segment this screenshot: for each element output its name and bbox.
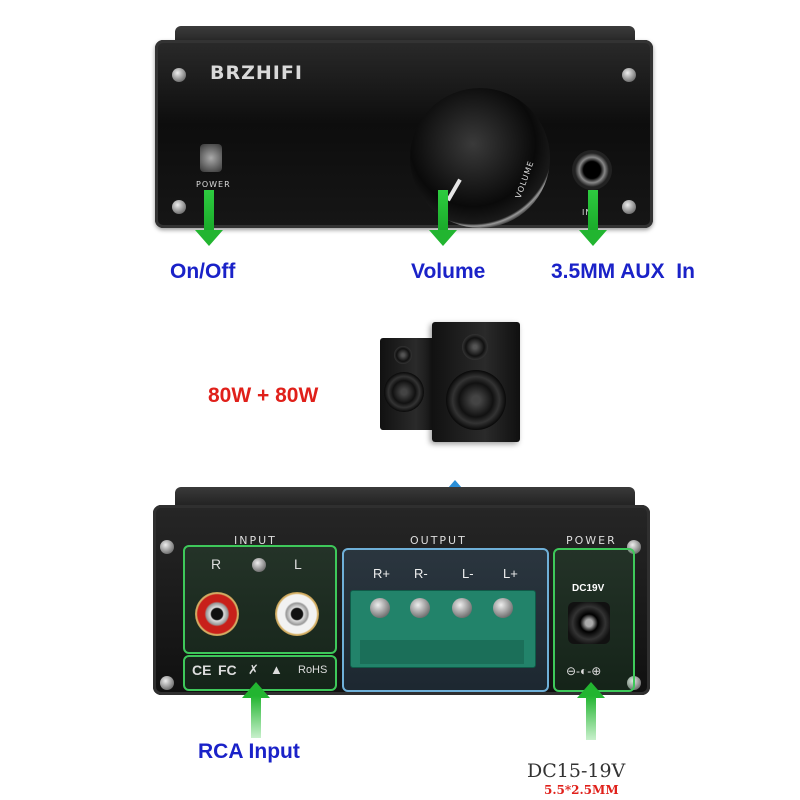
fc-mark: FC (218, 662, 237, 678)
dc-rating-label: DC19V (572, 583, 605, 594)
volume-knob[interactable] (410, 88, 550, 228)
power-switch-label: POWER (196, 180, 231, 189)
screw-icon (622, 200, 636, 214)
rca-r-label: R (211, 556, 222, 572)
arrow-head-icon (195, 230, 223, 246)
power-rating-callout: 80W + 80W (208, 384, 319, 407)
amp-back-top (175, 487, 635, 509)
tweeter-icon (462, 334, 488, 360)
dc-voltage-callout: DC15-19V (527, 760, 626, 782)
terminal-label-l-plus: L+ (503, 566, 518, 581)
arrow-up-shaft (586, 696, 596, 740)
rca-input-callout: RCA Input (198, 740, 300, 763)
rca-left-jack[interactable] (275, 592, 319, 636)
output-label: OUTPUT (410, 534, 467, 547)
arrow-head-icon (429, 230, 457, 246)
arrow-up-shaft (251, 696, 261, 738)
arrow-down-icon (588, 190, 598, 230)
tweeter-icon (394, 346, 412, 364)
rca-l-label: L (294, 556, 302, 572)
terminal-label-r-plus: R+ (373, 566, 390, 581)
amp-front-panel (155, 40, 653, 228)
rca-right-jack[interactable] (195, 592, 239, 636)
dc-power-jack[interactable] (568, 602, 610, 644)
screw-icon (172, 68, 186, 82)
power-section-label: POWER (566, 534, 617, 547)
terminal-label-r-minus: R- (414, 566, 428, 581)
ce-mark: CE (192, 662, 212, 678)
terminal-base (360, 640, 524, 664)
arrow-down-icon (438, 190, 448, 230)
dc-plug-size-callout: 5.5*2.5MM (544, 783, 619, 797)
volume-callout: Volume (411, 260, 486, 283)
woofer-icon (384, 372, 424, 412)
arrow-head-icon (579, 230, 607, 246)
input-label: INPUT (234, 534, 277, 547)
screw-icon (172, 200, 186, 214)
polarity-icon: ⊖-◐-⊕ (566, 664, 602, 678)
woofer-icon (446, 370, 506, 430)
terminal-label-l-minus: L- (462, 566, 474, 581)
terminal-screw-icon[interactable] (452, 598, 472, 618)
screw-icon (160, 540, 174, 554)
recycle-icon: ▲ (270, 662, 283, 677)
screw-icon (252, 558, 266, 572)
terminal-screw-icon[interactable] (493, 598, 513, 618)
aux-in-label: IN (582, 208, 592, 217)
rohs-mark: RoHS (298, 664, 328, 676)
aux-jack[interactable] (572, 150, 612, 190)
brand-logo: BRZHIFI (210, 62, 303, 84)
screw-icon (622, 68, 636, 82)
terminal-screw-icon[interactable] (370, 598, 390, 618)
screw-icon (160, 676, 174, 690)
terminal-screw-icon[interactable] (410, 598, 430, 618)
weee-bin-icon: ✗ (248, 662, 259, 677)
aux-in-callout: 3.5MM AUX In (551, 260, 695, 283)
arrow-up-icon (242, 682, 270, 698)
arrow-up-icon (577, 682, 605, 698)
on-off-callout: On/Off (170, 260, 236, 283)
power-toggle-switch[interactable] (200, 144, 222, 172)
arrow-down-icon (204, 190, 214, 230)
